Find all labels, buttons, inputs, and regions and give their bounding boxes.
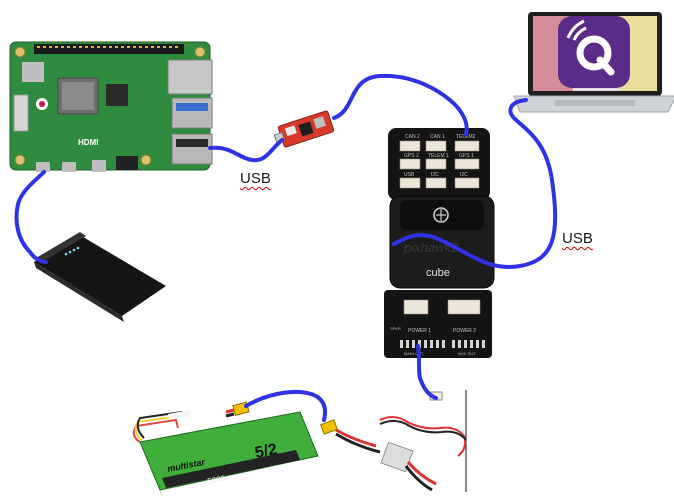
- port-gps2: GPS 2: [404, 153, 419, 159]
- port-power2: POWER 2: [453, 328, 476, 334]
- cube-text: cube: [426, 267, 450, 279]
- cable-pixhawk-to-laptop: [392, 98, 558, 269]
- cable-pi-to-powerbank: [14, 170, 48, 264]
- laptop: [513, 12, 674, 113]
- power-bank: [34, 232, 166, 322]
- port-i2c-a: I2C: [431, 172, 439, 178]
- cable-converter-to-pixhawk: [332, 73, 469, 136]
- cable-pixhawk-to-powermodule: [416, 344, 438, 400]
- pixhawk-brand-text: pixhawk2: [403, 240, 459, 255]
- port-power1: POWER 1: [408, 328, 431, 334]
- port-telem1: TELEM 1: [428, 153, 449, 159]
- port-can2: CAN 2: [405, 134, 420, 140]
- raspberry-pi-board: HDMI: [9, 41, 213, 172]
- pixhawk-cube: CAN 2 CAN 1 TELEM2 GPS 2 TELEM 1 GPS 1 U…: [384, 128, 495, 358]
- port-can1: CAN 1: [430, 134, 445, 140]
- pi-hdmi-text: HDMI: [78, 138, 98, 147]
- qgroundcontrol-icon: [558, 16, 630, 88]
- lipo-battery: multistar 5200 5/2: [132, 410, 319, 496]
- port-i2c-b: I2C: [460, 172, 468, 178]
- cube-logo-icon: [433, 207, 449, 223]
- dc-dc-converter: [273, 110, 335, 148]
- power-module: [320, 390, 467, 492]
- port-spkr: SPKR: [390, 326, 401, 331]
- usb-label-right: USB: [562, 230, 593, 247]
- port-telem2: TELEM2: [456, 134, 476, 140]
- port-gps1: GPS 1: [459, 153, 474, 159]
- cable-pi-to-converter: [208, 138, 284, 163]
- usb-label-left: USB: [240, 170, 271, 187]
- port-main-out: MAIN OUT: [404, 351, 424, 356]
- cable-battery-to-powermodule: [244, 389, 327, 422]
- port-usb: USB: [404, 172, 415, 178]
- cables: [14, 73, 558, 422]
- battery-capacity-text: 5200: [207, 474, 227, 486]
- port-aux-out: AUX OUT: [458, 351, 476, 356]
- battery-cells-text: 5/2: [254, 441, 279, 462]
